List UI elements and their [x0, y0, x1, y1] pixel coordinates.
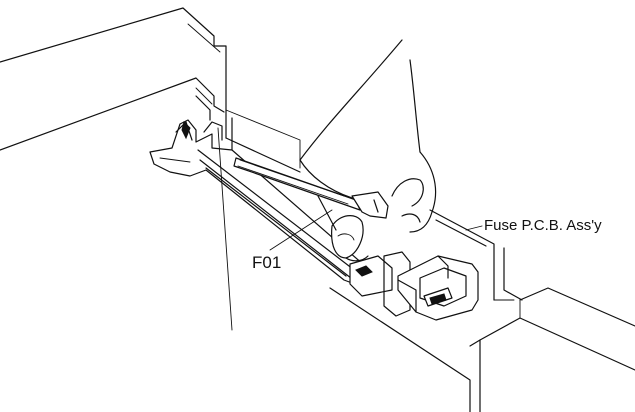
housing-panel-lower: [329, 287, 635, 412]
leader-line-left: [217, 127, 233, 331]
label-fuse-f01: F01: [252, 253, 281, 272]
fuse-socket: [349, 251, 479, 321]
fuse-holder-bracket: [149, 119, 373, 287]
leader-lines: [217, 127, 483, 331]
fuse-f01: [233, 157, 389, 219]
hand-illustration: [299, 39, 437, 262]
label-fuse-pcb-assy: Fuse P.C.B. Ass'y: [484, 217, 602, 234]
leader-line-fuse-pcb: [465, 225, 483, 231]
leader-line-f01: [269, 209, 333, 251]
housing-panel-upper: [0, 7, 227, 151]
fuse-pcb-board: [429, 209, 523, 301]
